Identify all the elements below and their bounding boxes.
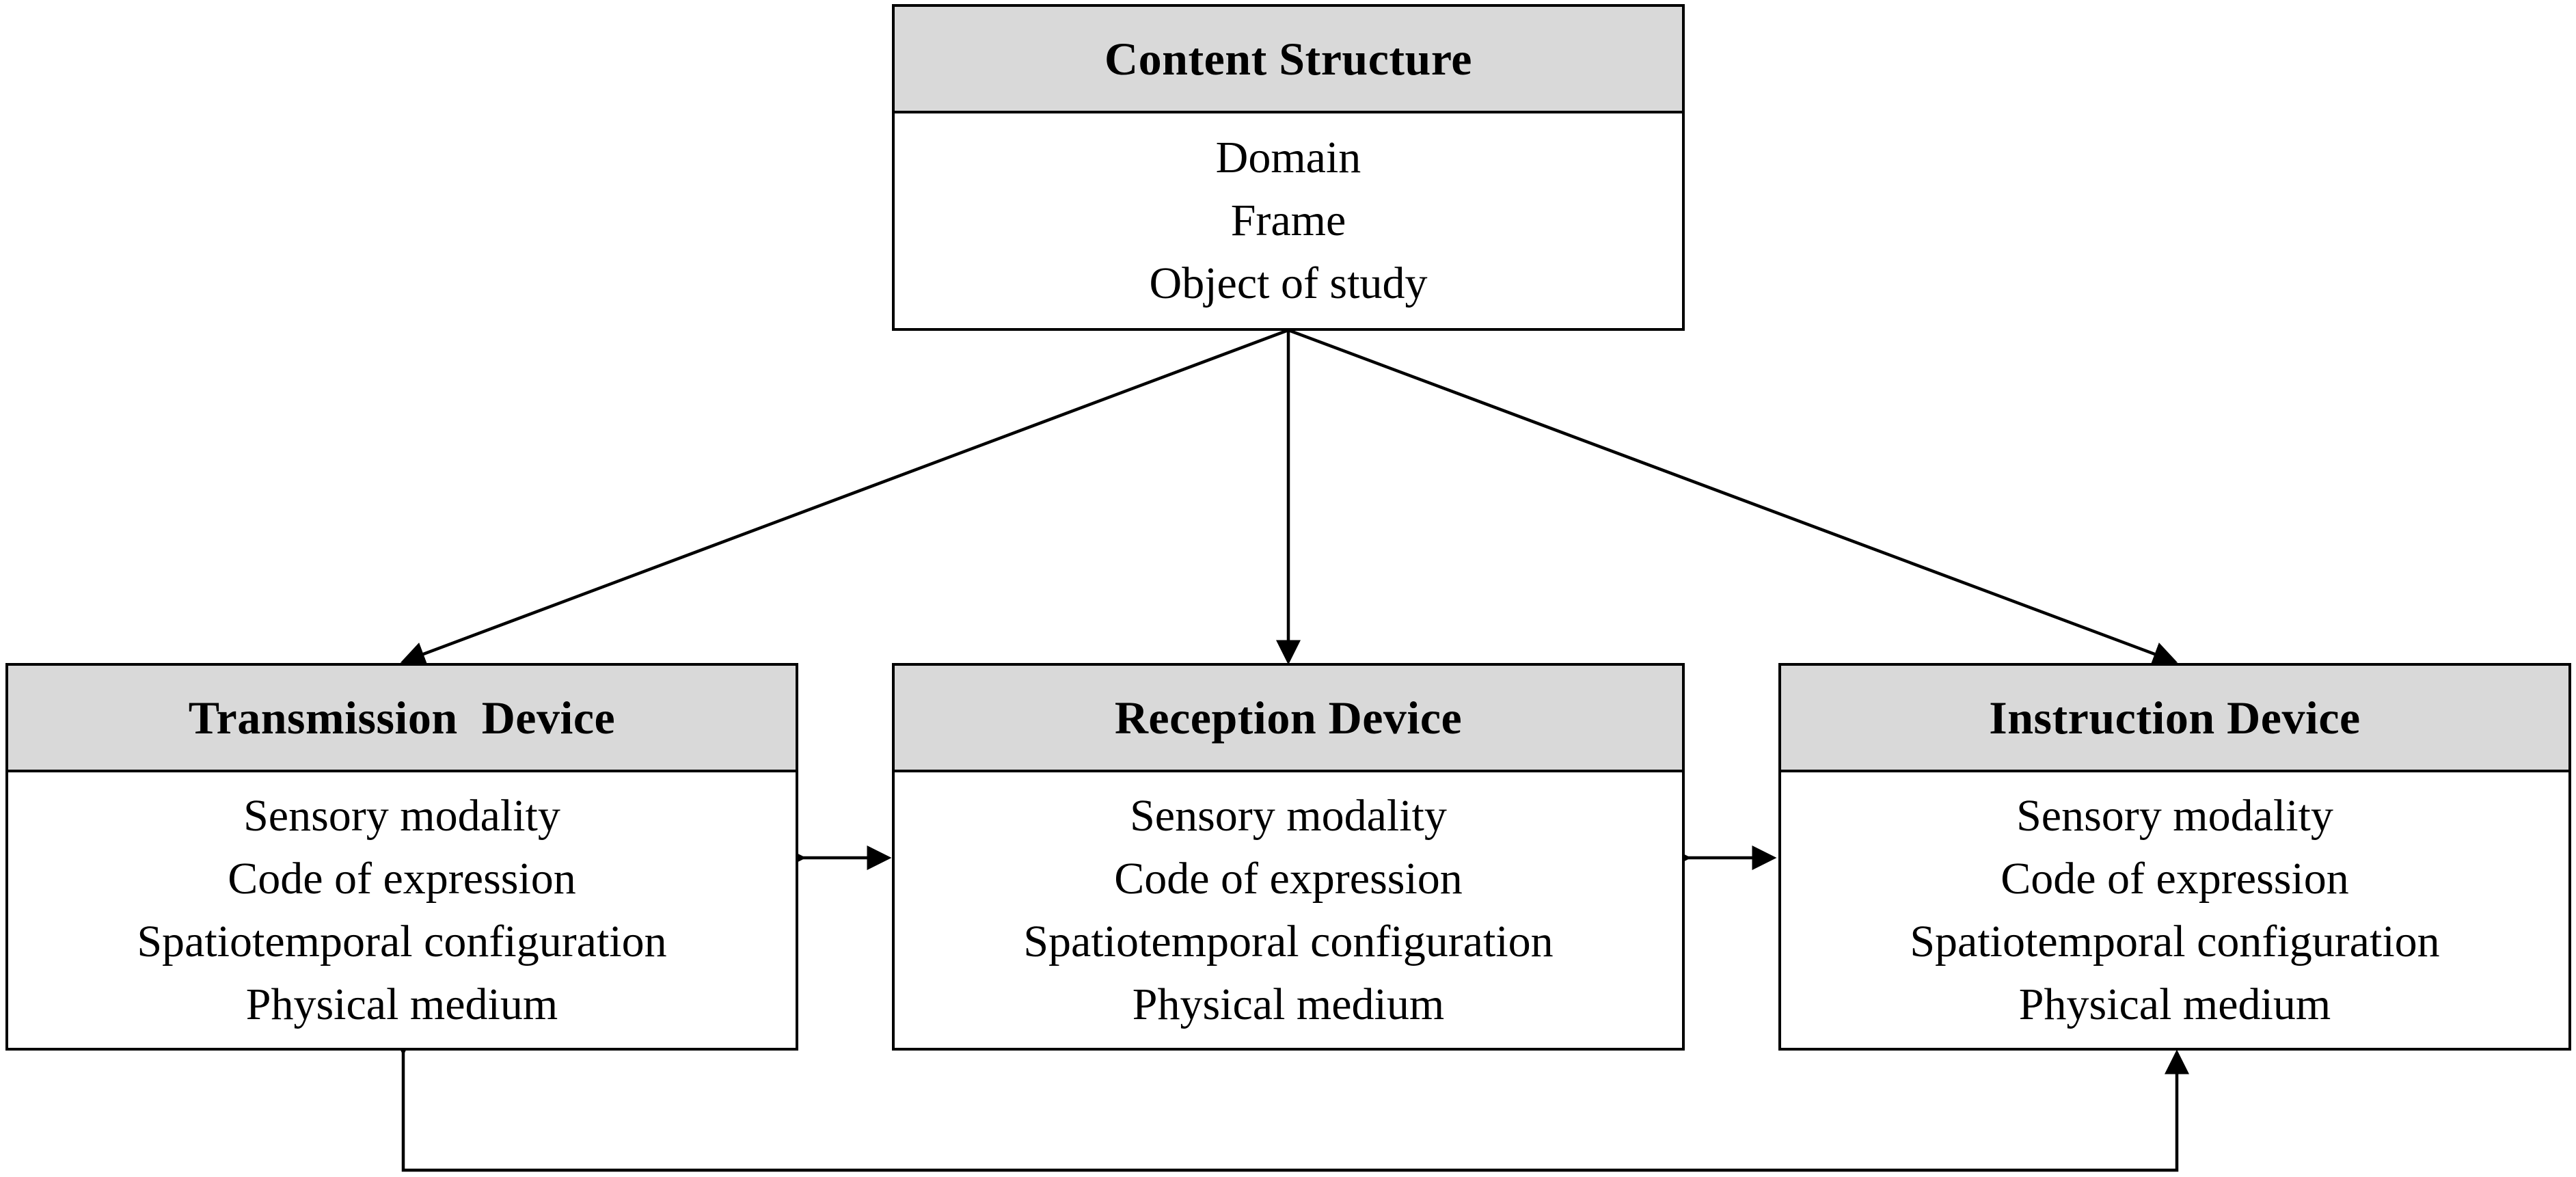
transmission-item-code-of-expression: Code of expression <box>228 853 576 904</box>
arrow-transmission-instruction-loop <box>391 1031 2189 1172</box>
transmission-item-physical-medium: Physical medium <box>245 979 558 1029</box>
instruction-item-spatiotemporal-configuration: Spatiotemporal configuration <box>1910 916 2440 966</box>
instruction-item-physical-medium: Physical medium <box>2018 979 2331 1029</box>
reception-device-box: Reception Device Sensory modality Code o… <box>892 663 1685 1051</box>
instruction-device-box: Instruction Device Sensory modality Code… <box>1778 663 2571 1051</box>
arrow-content-to-instruction <box>1288 328 2178 666</box>
reception-item-physical-medium: Physical medium <box>1132 979 1445 1029</box>
reception-item-sensory-modality: Sensory modality <box>1130 790 1447 841</box>
reception-item-code-of-expression: Code of expression <box>1114 853 1463 904</box>
content-structure-item-frame: Frame <box>1230 195 1346 245</box>
transmission-device-box: Transmission Device Sensory modality Cod… <box>5 663 798 1051</box>
transmission-item-sensory-modality: Sensory modality <box>243 790 560 841</box>
content-structure-title: Content Structure <box>895 7 1682 113</box>
content-structure-items: Domain Frame Object of study <box>895 113 1682 328</box>
instruction-item-sensory-modality: Sensory modality <box>2016 790 2333 841</box>
content-structure-box: Content Structure Domain Frame Object of… <box>892 4 1685 331</box>
reception-device-title: Reception Device <box>895 666 1682 772</box>
reception-device-items: Sensory modality Code of expression Spat… <box>895 772 1682 1048</box>
transmission-item-spatiotemporal-configuration: Spatiotemporal configuration <box>137 916 667 966</box>
content-structure-item-object-of-study: Object of study <box>1149 258 1428 308</box>
reception-item-spatiotemporal-configuration: Spatiotemporal configuration <box>1023 916 1554 966</box>
content-structure-item-domain: Domain <box>1215 133 1361 182</box>
transmission-device-title: Transmission Device <box>8 666 796 772</box>
instruction-device-title: Instruction Device <box>1781 666 2568 772</box>
arrow-content-to-transmission <box>400 328 1289 666</box>
instruction-item-code-of-expression: Code of expression <box>2001 853 2349 904</box>
transmission-device-items: Sensory modality Code of expression Spat… <box>8 772 796 1048</box>
instruction-device-items: Sensory modality Code of expression Spat… <box>1781 772 2568 1048</box>
